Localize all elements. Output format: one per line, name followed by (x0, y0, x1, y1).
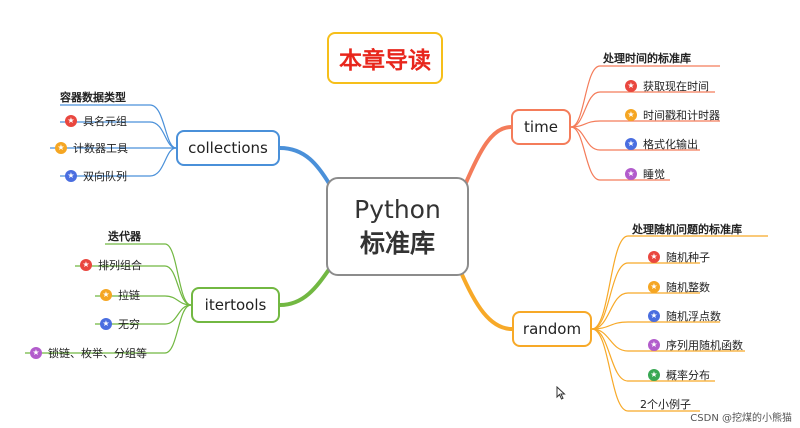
itertools-item: ★ 锁链、枚举、分组等 (30, 345, 147, 361)
chapter-title: 本章导读 (327, 32, 443, 84)
itertools-item-label: 拉链 (118, 289, 140, 302)
star-icon: ★ (100, 289, 112, 301)
random-item: ★ 随机整数 (648, 279, 710, 295)
star-icon: ★ (625, 138, 637, 150)
random-item-label: 随机种子 (666, 251, 710, 264)
itertools-item-label: 无穷 (118, 318, 140, 331)
collections-item-label: 双向队列 (83, 170, 127, 183)
star-icon: ★ (80, 259, 92, 271)
center-line1: Python (354, 194, 441, 224)
time-item-label: 格式化输出 (643, 138, 698, 151)
branch-itertools: itertools (191, 287, 280, 323)
random-item-label: 随机浮点数 (666, 310, 721, 323)
watermark: CSDN @挖煤的小熊猫 (690, 413, 792, 424)
branch-time: time (511, 109, 571, 145)
star-icon: ★ (648, 281, 660, 293)
star-icon: ★ (648, 369, 660, 381)
center-node: Python 标准库 (326, 177, 469, 276)
collections-item-label: 计数器工具 (73, 142, 128, 155)
mouse-cursor-icon (556, 386, 566, 400)
time-item-label: 睡觉 (643, 168, 665, 181)
itertools-item: ★ 拉链 (100, 287, 140, 303)
star-icon: ★ (55, 142, 67, 154)
time-leaf-lines (570, 65, 720, 181)
connector-center-time (463, 125, 512, 186)
collections-item: ★ 具名元组 (65, 113, 127, 129)
random-extra: 2个小例子 (640, 398, 691, 411)
itertools-item: ★ 无穷 (100, 316, 140, 332)
connector-center-itertools (279, 266, 332, 307)
time-item-label: 获取现在时间 (643, 80, 709, 93)
star-icon: ★ (648, 251, 660, 263)
itertools-leaf-lines (25, 243, 192, 354)
star-icon: ★ (648, 310, 660, 322)
random-item: ★ 序列用随机函数 (648, 337, 743, 353)
star-icon: ★ (625, 80, 637, 92)
collections-item: ★ 双向队列 (65, 168, 127, 184)
random-item: ★ 随机种子 (648, 249, 710, 265)
time-header: 处理时间的标准库 (603, 52, 691, 65)
branch-collections: collections (176, 130, 280, 166)
star-icon: ★ (30, 347, 42, 359)
itertools-item-label: 排列组合 (98, 259, 142, 272)
itertools-item: ★ 排列组合 (80, 257, 142, 273)
time-item: ★ 格式化输出 (625, 136, 698, 152)
center-line2: 标准库 (359, 228, 435, 258)
time-item: ★ 睡觉 (625, 166, 665, 182)
itertools-item-label: 锁链、枚举、分组等 (48, 347, 147, 360)
random-leaf-lines (591, 235, 768, 412)
random-header: 处理随机问题的标准库 (632, 223, 742, 236)
random-item: ★ 随机浮点数 (648, 308, 721, 324)
connector-center-random (458, 269, 513, 331)
time-item-label: 时间戳和计时器 (643, 109, 720, 122)
time-item: ★ 获取现在时间 (625, 78, 709, 94)
star-icon: ★ (65, 170, 77, 182)
branch-random: random (512, 311, 592, 347)
star-icon: ★ (648, 339, 660, 351)
collections-item: ★ 计数器工具 (55, 140, 128, 156)
random-item-label: 随机整数 (666, 281, 710, 294)
random-item-label: 概率分布 (666, 369, 710, 382)
collections-header: 容器数据类型 (60, 91, 126, 104)
collections-leaf-lines (50, 104, 177, 177)
itertools-header: 迭代器 (108, 230, 141, 243)
star-icon: ★ (625, 168, 637, 180)
time-item: ★ 时间戳和计时器 (625, 107, 720, 123)
collections-item-label: 具名元组 (83, 115, 127, 128)
star-icon: ★ (100, 318, 112, 330)
connector-center-collections (279, 146, 332, 187)
star-icon: ★ (65, 115, 77, 127)
random-item: ★ 概率分布 (648, 367, 710, 383)
random-item-label: 序列用随机函数 (666, 339, 743, 352)
star-icon: ★ (625, 109, 637, 121)
